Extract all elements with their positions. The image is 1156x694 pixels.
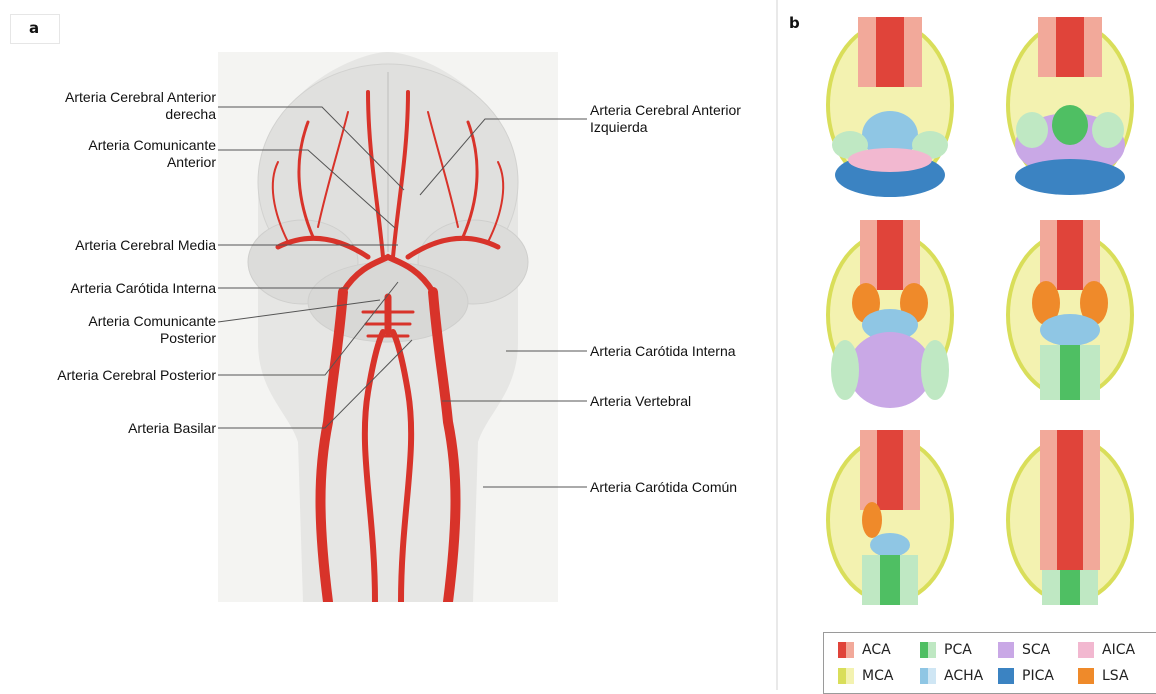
legend-item-aica: AICA (1078, 642, 1135, 658)
label-mca: Arteria Cerebral Media (75, 237, 216, 254)
legend-item-mca: MCA (838, 668, 893, 684)
label-aca-right-line1: Arteria Cerebral Anterior (65, 89, 216, 106)
legend-swatch-sca (998, 642, 1014, 658)
legend-label-pca: PCA (944, 642, 972, 658)
legend-label-acha: ACHA (944, 668, 983, 684)
label-ica-right: Arteria Carótida Interna (590, 343, 736, 360)
legend-swatch-pica (998, 668, 1014, 684)
label-aca-left-line2: Izquierda (590, 119, 741, 136)
legend-label-pica: PICA (1022, 668, 1054, 684)
legend-swatch-pca (920, 642, 936, 658)
legend-label-aica: AICA (1102, 642, 1135, 658)
label-common-carotid: Arteria Carótida Común (590, 479, 737, 496)
legend-item-pica: PICA (998, 668, 1054, 684)
legend-label-aca: ACA (862, 642, 891, 658)
legend-item-lsa: LSA (1078, 668, 1129, 684)
section-5 (828, 430, 952, 605)
legend-item-sca: SCA (998, 642, 1050, 658)
territory-legend: ACA PCA SCA AICA MCA ACHA PICA LSA (823, 632, 1156, 694)
section-3 (828, 220, 952, 408)
label-aca-left: Arteria Cerebral Anterior Izquierda (590, 102, 741, 136)
label-acom: Arteria Comunicante Anterior (88, 137, 216, 171)
label-aca-right: Arteria Cerebral Anterior derecha (65, 89, 216, 123)
legend-item-aca: ACA (838, 642, 891, 658)
label-pcom-line2: Posterior (88, 330, 216, 347)
legend-swatch-mca (838, 668, 854, 684)
legend-swatch-aca (838, 642, 854, 658)
legend-label-sca: SCA (1022, 642, 1050, 658)
label-pcom: Arteria Comunicante Posterior (88, 313, 216, 347)
section-1 (828, 17, 952, 197)
section-4 (1008, 220, 1132, 400)
label-pca: Arteria Cerebral Posterior (57, 367, 216, 384)
legend-swatch-lsa (1078, 668, 1094, 684)
brain-territory-sections (800, 0, 1156, 630)
legend-swatch-aica (1078, 642, 1094, 658)
section-2 (1008, 17, 1132, 195)
label-acom-line1: Arteria Comunicante (88, 137, 216, 154)
label-aca-left-line1: Arteria Cerebral Anterior (590, 102, 741, 119)
label-pcom-line1: Arteria Comunicante (88, 313, 216, 330)
legend-item-acha: ACHA (920, 668, 983, 684)
section-6 (1008, 430, 1132, 605)
legend-item-pca: PCA (920, 642, 972, 658)
label-vertebral: Arteria Vertebral (590, 393, 691, 410)
legend-swatch-acha (920, 668, 936, 684)
legend-label-lsa: LSA (1102, 668, 1129, 684)
label-ica-left: Arteria Carótida Interna (70, 280, 216, 297)
label-basilar: Arteria Basilar (128, 420, 216, 437)
legend-label-mca: MCA (862, 668, 893, 684)
label-acom-line2: Anterior (88, 154, 216, 171)
label-aca-right-line2: derecha (65, 106, 216, 123)
